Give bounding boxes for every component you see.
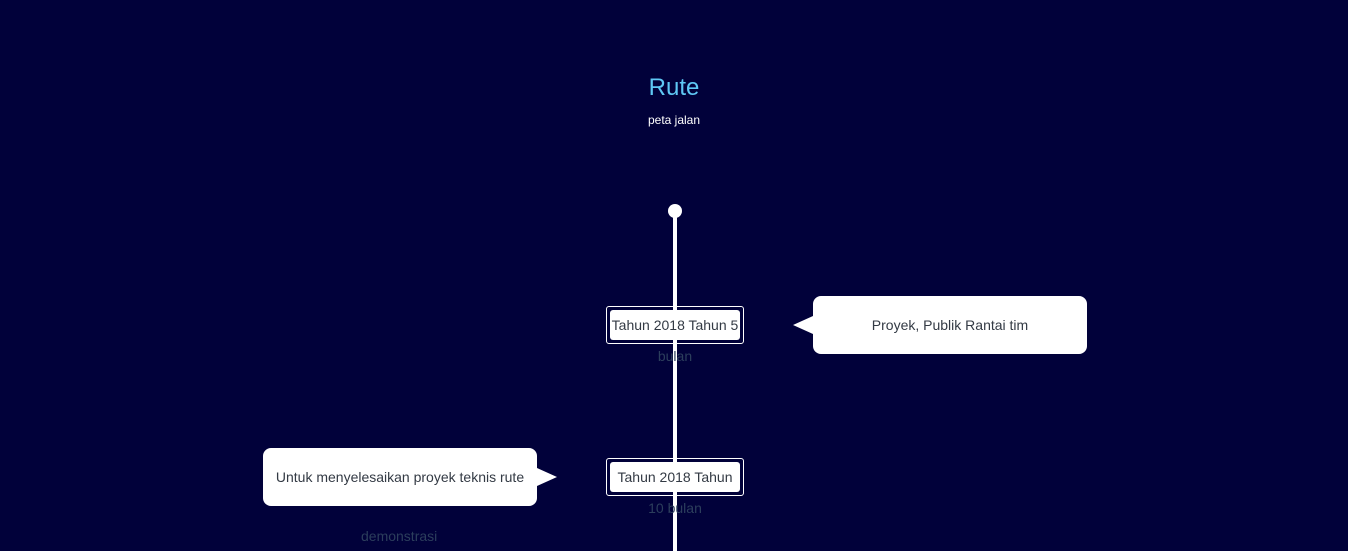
- milestone-1-date-overflow: bulan: [657, 348, 693, 364]
- milestone-1-date: Tahun 2018 Tahun 5: [610, 310, 740, 340]
- milestone-2-footnote: demonstrasi: [361, 528, 438, 544]
- milestone-2-description: Untuk menyelesaikan proyek teknis rute: [275, 469, 525, 485]
- timeline-start-dot: [668, 204, 682, 218]
- milestone-1-date-badge: Tahun 2018 Tahun 5 bulan: [606, 306, 744, 364]
- milestone-2-date: Tahun 2018 Tahun: [610, 462, 740, 492]
- milestone-1-card-pointer: [793, 316, 813, 334]
- timeline-line: [673, 211, 677, 551]
- page-title: Rute: [648, 74, 700, 101]
- milestone-2-card-pointer: [537, 468, 557, 486]
- milestone-2-date-overflow: 10 bulan: [648, 500, 702, 516]
- milestone-1-card: Proyek, Publik Rantai tim: [813, 296, 1087, 354]
- milestone-1-description: Proyek, Publik Rantai tim: [871, 317, 1029, 333]
- milestone-2-date-badge: Tahun 2018 Tahun 10 bulan: [606, 458, 744, 516]
- page-subtitle: peta jalan: [647, 113, 701, 127]
- milestone-2-card: Untuk menyelesaikan proyek teknis rute: [263, 448, 537, 506]
